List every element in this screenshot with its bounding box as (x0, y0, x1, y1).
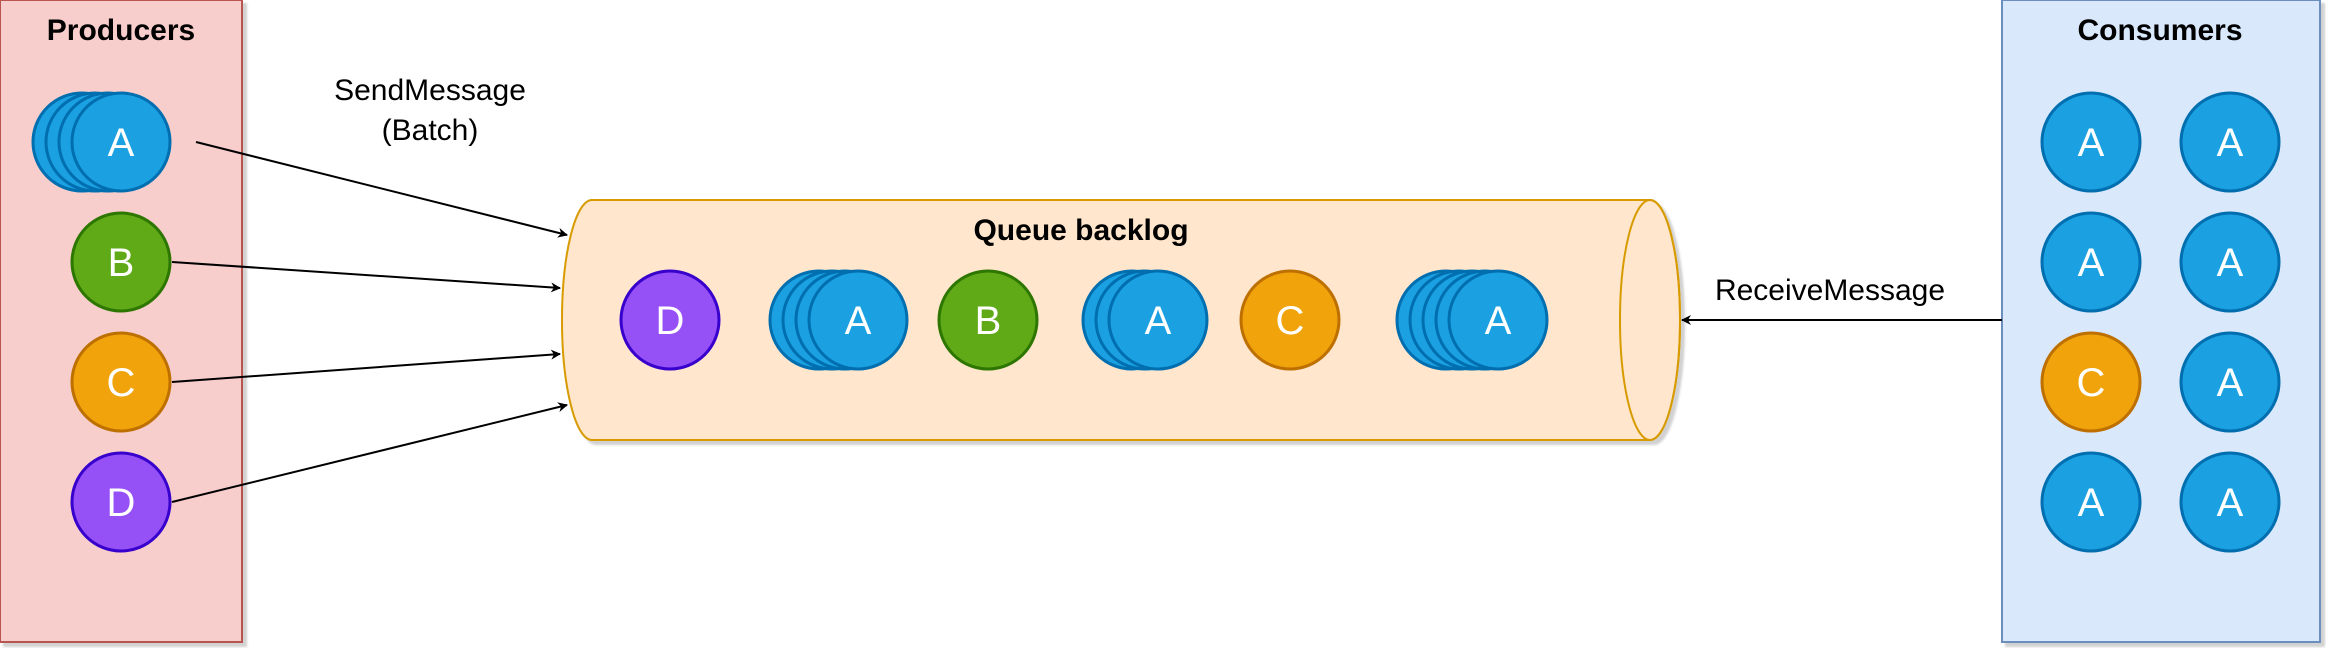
message-circle (2179, 91, 2281, 193)
message-label: A (2217, 361, 2244, 405)
consumer-node-a: A (2179, 331, 2281, 433)
queue-backlog: Queue backlog D A B A C A (561, 199, 1681, 441)
producers-panel: Producers A B C D (0, 0, 243, 643)
consumers-panel: Consumers A A A A C A A A (2001, 0, 2321, 643)
producers-title: Producers (47, 14, 195, 47)
message-circle (2040, 91, 2142, 193)
message-label: A (1485, 299, 1512, 343)
message-label: A (2078, 121, 2105, 165)
message-circle (807, 269, 909, 371)
queue-item-a: A (1081, 269, 1209, 371)
message-label: C (107, 361, 136, 405)
consumer-node-a: A (2040, 451, 2142, 553)
consumers-panel-bg (2001, 0, 2321, 643)
edges (171, 141, 2002, 503)
message-label: B (975, 299, 1002, 343)
queue-item-d: D (619, 269, 721, 371)
consumer-node-a: A (2040, 91, 2142, 193)
message-circle (70, 91, 172, 193)
message-circle (70, 451, 172, 553)
message-circle (2179, 451, 2281, 553)
consumer-node-a: A (2040, 211, 2142, 313)
producer-node-d: D (70, 451, 172, 553)
message-label: A (2217, 121, 2244, 165)
message-circle (2179, 211, 2281, 313)
message-circle (1447, 269, 1549, 371)
queue-item-a: A (768, 269, 909, 371)
message-circle (937, 269, 1039, 371)
queue-title: Queue backlog (973, 214, 1188, 247)
message-label: A (2078, 481, 2105, 525)
message-circle (619, 269, 721, 371)
message-label: D (656, 299, 685, 343)
message-circle (70, 211, 172, 313)
edge-producer-a-to-queue (195, 141, 568, 238)
message-circle (2179, 331, 2281, 433)
message-circle (1107, 269, 1209, 371)
message-circle (2040, 331, 2142, 433)
edge-producer-b-to-queue (171, 261, 561, 293)
message-label: C (2077, 361, 2106, 405)
queue-item-b: B (937, 269, 1039, 371)
message-label: C (1276, 299, 1305, 343)
message-label: A (2217, 481, 2244, 525)
queue-item-c: C (1239, 269, 1341, 371)
message-circle (70, 331, 172, 433)
receive-message-label: ReceiveMessage (1715, 274, 1945, 307)
consumer-node-c: C (2040, 331, 2142, 433)
message-label: A (2217, 241, 2244, 285)
edge-producer-c-to-queue (171, 349, 561, 383)
producer-nodes: A B C D (31, 91, 172, 553)
message-label: A (2078, 241, 2105, 285)
queue-cylinder-end (1619, 199, 1681, 441)
consumer-nodes: A A A A C A A A (2040, 91, 2281, 553)
consumer-node-a: A (2179, 91, 2281, 193)
message-label: A (108, 121, 135, 165)
producer-node-b: B (70, 211, 172, 313)
edge-producer-d-to-queue (171, 402, 568, 503)
message-circle (1239, 269, 1341, 371)
consumer-node-a: A (2179, 451, 2281, 553)
message-circle (2040, 211, 2142, 313)
consumer-node-a: A (2179, 211, 2281, 313)
queue-item-a: A (1395, 269, 1549, 371)
message-label: D (107, 481, 136, 525)
consumers-title: Consumers (2077, 14, 2242, 47)
message-label: B (108, 241, 135, 285)
message-label: A (1145, 299, 1172, 343)
producer-node-a: A (31, 91, 172, 193)
send-message-label-line2: (Batch) (382, 114, 479, 147)
message-label: A (845, 299, 872, 343)
message-circle (2040, 451, 2142, 553)
producer-node-c: C (70, 331, 172, 433)
send-message-label-line1: SendMessage (334, 74, 526, 107)
